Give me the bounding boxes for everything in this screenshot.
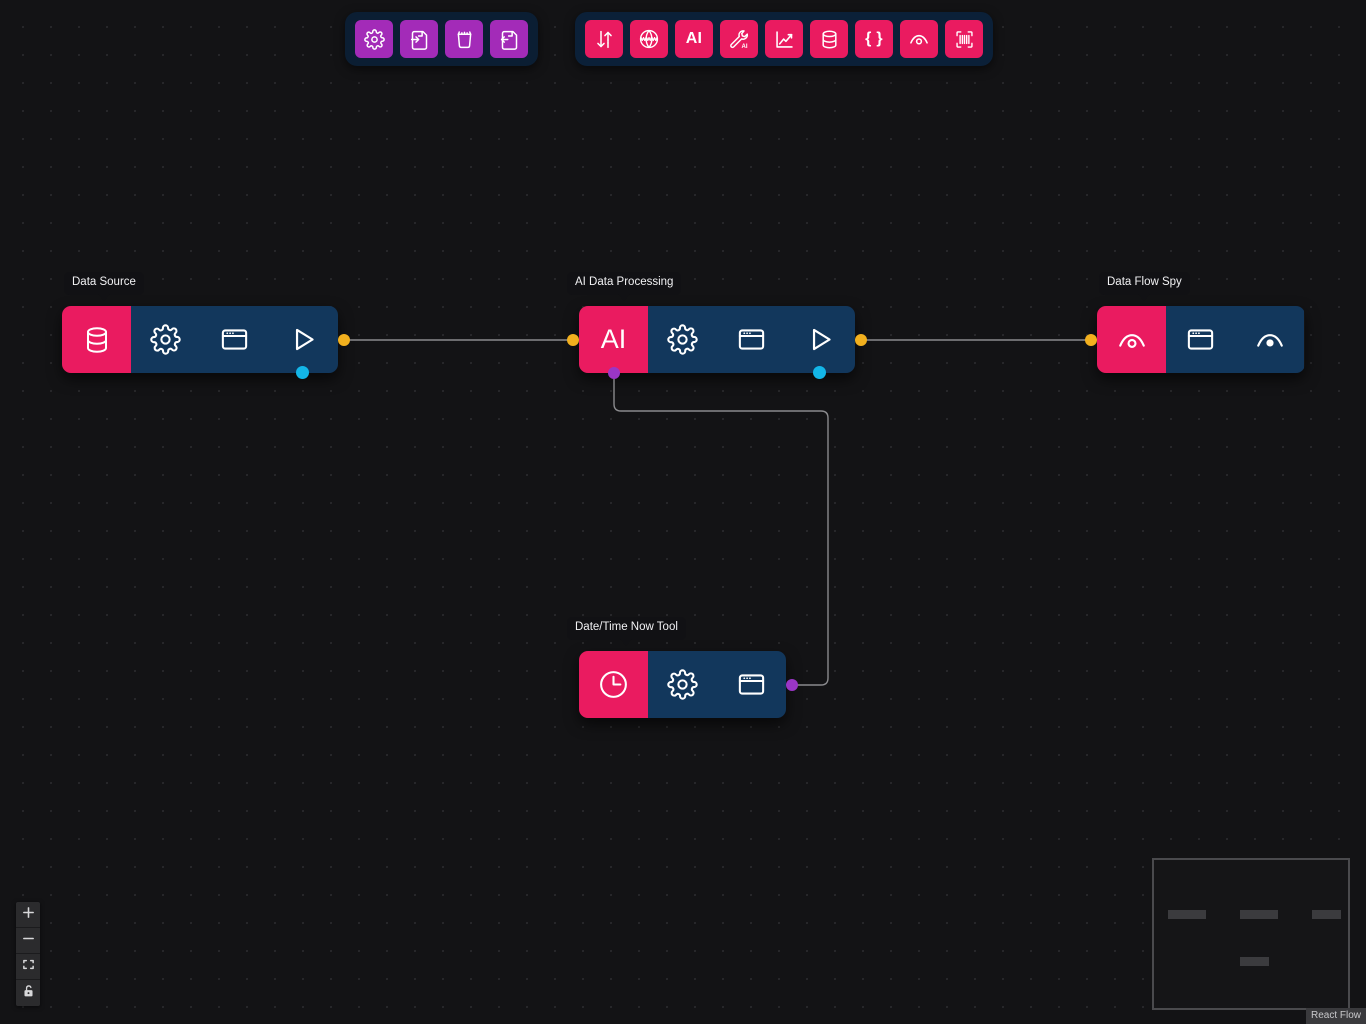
svg-text:AI: AI xyxy=(741,44,747,50)
chart-node-button[interactable] xyxy=(765,20,803,58)
plus-icon xyxy=(22,906,35,924)
handle-tool-right[interactable] xyxy=(786,679,798,691)
handle-source-bottom[interactable] xyxy=(296,366,309,379)
flow-controls[interactable] xyxy=(16,902,40,1006)
ai-node-button[interactable]: AI xyxy=(675,20,713,58)
svg-text:WWW: WWW xyxy=(641,37,658,43)
node-icon-eye-outline[interactable] xyxy=(1097,306,1166,373)
handle-tool-bottom[interactable] xyxy=(608,367,620,379)
ai-text-icon: AI xyxy=(685,30,703,47)
node-action-run[interactable] xyxy=(786,306,855,373)
workspace-toolbar[interactable] xyxy=(345,12,538,66)
spy-node-button[interactable] xyxy=(900,20,938,58)
minimap-node xyxy=(1312,910,1341,919)
node-icon-ai[interactable]: AI xyxy=(579,306,648,373)
node-data-source[interactable]: Data Source xyxy=(62,272,350,379)
node-icon-database[interactable] xyxy=(62,306,131,373)
node-action-settings[interactable] xyxy=(131,306,200,373)
node-action-open-window[interactable] xyxy=(717,306,786,373)
node-date-time-now-tool[interactable]: Date/Time Now Tool xyxy=(567,617,798,718)
scan-node-button[interactable] xyxy=(945,20,983,58)
handle-source-right[interactable] xyxy=(338,334,350,346)
barcode-scan-icon xyxy=(954,29,975,50)
node-icon-clock[interactable] xyxy=(579,651,648,718)
minimap[interactable] xyxy=(1152,858,1350,1010)
node-palette-toolbar[interactable]: WWW AI AI xyxy=(575,12,993,66)
gear-icon xyxy=(363,28,385,50)
handle-source-right[interactable] xyxy=(855,334,867,346)
node-label-data-flow-spy: Data Flow Spy xyxy=(1099,272,1190,295)
ai-wrench-icon: AI xyxy=(728,28,750,50)
minimap-node xyxy=(1168,910,1206,919)
save-flow-button[interactable] xyxy=(490,20,528,58)
edge-ai-to-date-time-tool[interactable] xyxy=(613,379,829,686)
minimap-node xyxy=(1240,957,1269,966)
node-label-ai-data-processing: AI Data Processing xyxy=(567,272,682,295)
minimap-node xyxy=(1240,910,1278,919)
node-label-data-source: Data Source xyxy=(64,272,144,295)
ai-text-icon: AI xyxy=(600,324,627,354)
node-action-open-window[interactable] xyxy=(717,651,786,718)
data-source-node-button[interactable] xyxy=(810,20,848,58)
node-data-flow-spy[interactable]: Data Flow Spy xyxy=(1085,272,1305,373)
lock-toggle-button[interactable] xyxy=(16,980,40,1006)
node-action-toggle-spy[interactable] xyxy=(1235,306,1304,373)
minus-icon xyxy=(22,932,35,950)
transform-node-button[interactable] xyxy=(585,20,623,58)
transform-arrows-icon xyxy=(594,29,615,50)
react-flow-attribution[interactable]: React Flow xyxy=(1305,1008,1366,1024)
node-action-settings[interactable] xyxy=(648,651,717,718)
settings-button[interactable] xyxy=(355,20,393,58)
json-braces-icon: { } xyxy=(865,30,883,47)
node-action-settings[interactable] xyxy=(648,306,717,373)
http-request-node-button[interactable]: WWW xyxy=(630,20,668,58)
node-action-open-window[interactable] xyxy=(200,306,269,373)
zoom-out-button[interactable] xyxy=(16,928,40,954)
ai-tool-node-button[interactable]: AI xyxy=(720,20,758,58)
www-globe-icon: WWW xyxy=(638,28,660,50)
fit-view-button[interactable] xyxy=(16,954,40,980)
fit-view-icon xyxy=(22,958,35,976)
handle-target-left[interactable] xyxy=(1085,334,1097,346)
node-label-date-time-now-tool: Date/Time Now Tool xyxy=(567,617,686,640)
clear-canvas-button[interactable] xyxy=(445,20,483,58)
node-ai-data-processing[interactable]: AI Data Processing AI xyxy=(567,272,867,379)
unlock-icon xyxy=(22,984,35,1003)
node-action-open-window[interactable] xyxy=(1166,306,1235,373)
eye-icon xyxy=(908,28,930,50)
json-node-button[interactable]: { } xyxy=(855,20,893,58)
import-flow-button[interactable] xyxy=(400,20,438,58)
import-flow-icon xyxy=(409,29,430,50)
handle-target-left[interactable] xyxy=(567,334,579,346)
save-flow-icon xyxy=(499,29,520,50)
node-action-run[interactable] xyxy=(269,306,338,373)
handle-source-bottom[interactable] xyxy=(813,366,826,379)
database-icon xyxy=(819,29,840,50)
line-chart-icon xyxy=(774,29,795,50)
trash-icon xyxy=(454,29,475,50)
zoom-in-button[interactable] xyxy=(16,902,40,928)
